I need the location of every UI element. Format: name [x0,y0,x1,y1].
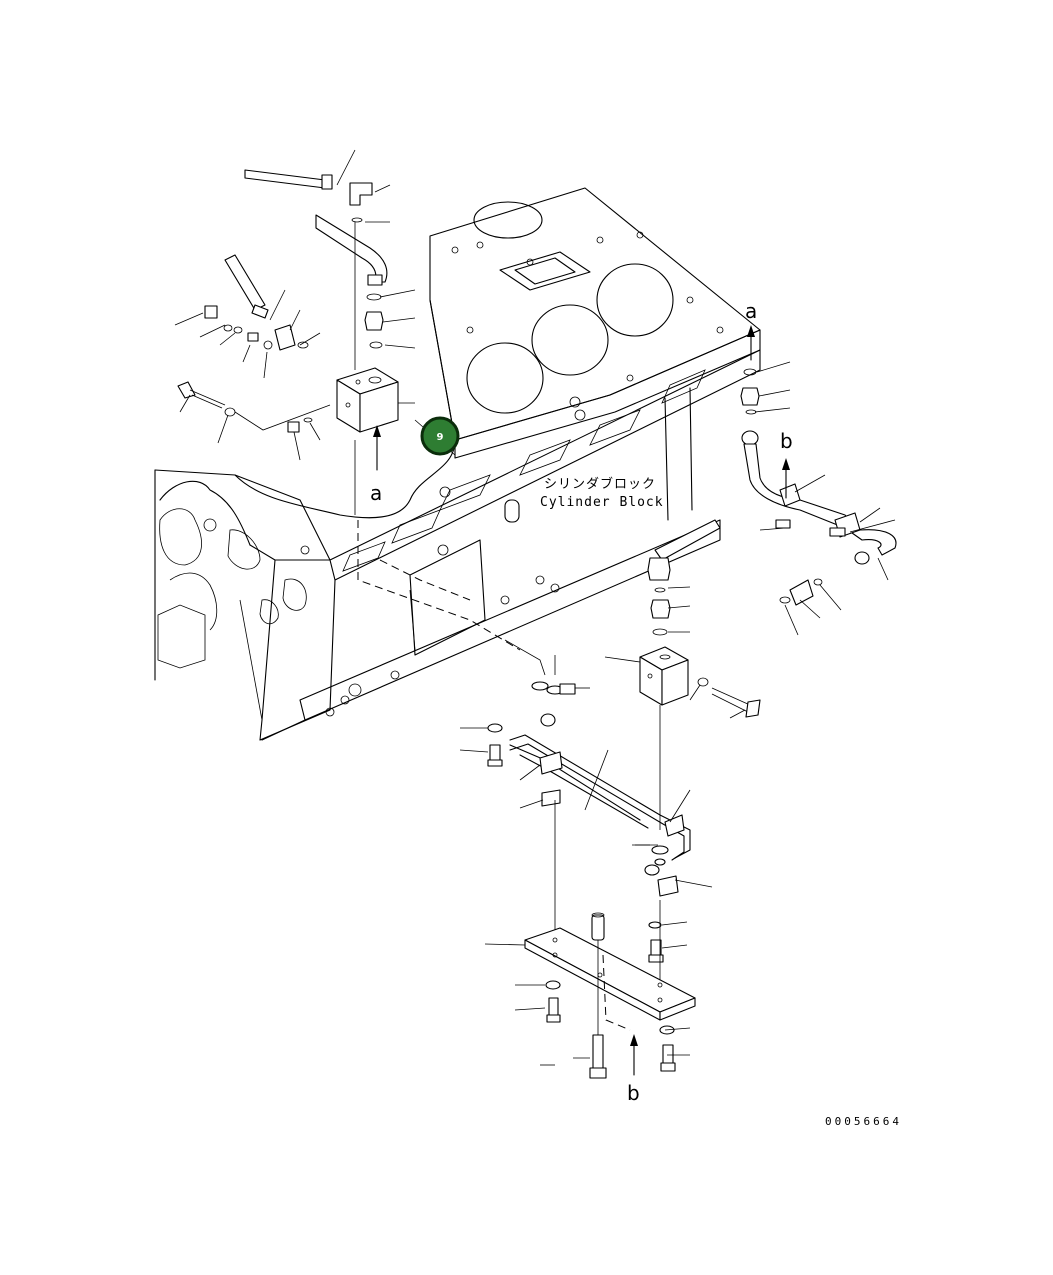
marker-b-right-label: b [780,429,793,453]
small-fittings-left [204,305,313,433]
block-label-en: Cylinder Block [540,495,664,510]
pipe-from-block [647,519,721,581]
document-number: 00056664 [825,1115,902,1128]
long-bolt-left [177,381,236,417]
cylinder-block-label: シリンダブロック Cylinder Block [540,476,664,510]
connector-stack-right [740,368,760,415]
view-marker-b-right: b [780,429,793,499]
upper-tube-assembly [224,169,388,319]
mounting-block-upper [336,367,415,433]
cylinder-block [154,187,761,741]
view-marker-a-right: a [745,299,757,361]
callout-number: 9 [437,432,444,443]
elbow-fitting-top [349,182,373,223]
block-label-jp: シリンダブロック [544,476,656,492]
connector-stack-lower [650,587,671,636]
mounting-block-lower [639,646,689,706]
connector-stack-upper [364,293,384,349]
long-bolt-right [697,677,761,718]
marker-b-bottom-label: b [627,1081,640,1105]
bent-tube-right [741,430,897,565]
small-bolts-right [775,519,846,537]
swivel-fitting-right [779,578,823,606]
view-marker-a-upper: a [370,425,382,505]
washers-lower-right [644,845,669,963]
view-marker-b-bottom: b [627,1034,640,1105]
callout-9[interactable]: 9 [414,416,460,456]
bracket-plate [524,927,696,1021]
marker-a-upper-label: a [370,481,382,505]
lower-piping-bundle [509,734,691,897]
leader-lines [174,149,896,1066]
marker-a-right-label: a [745,299,757,323]
washers-lower-left [487,681,576,767]
